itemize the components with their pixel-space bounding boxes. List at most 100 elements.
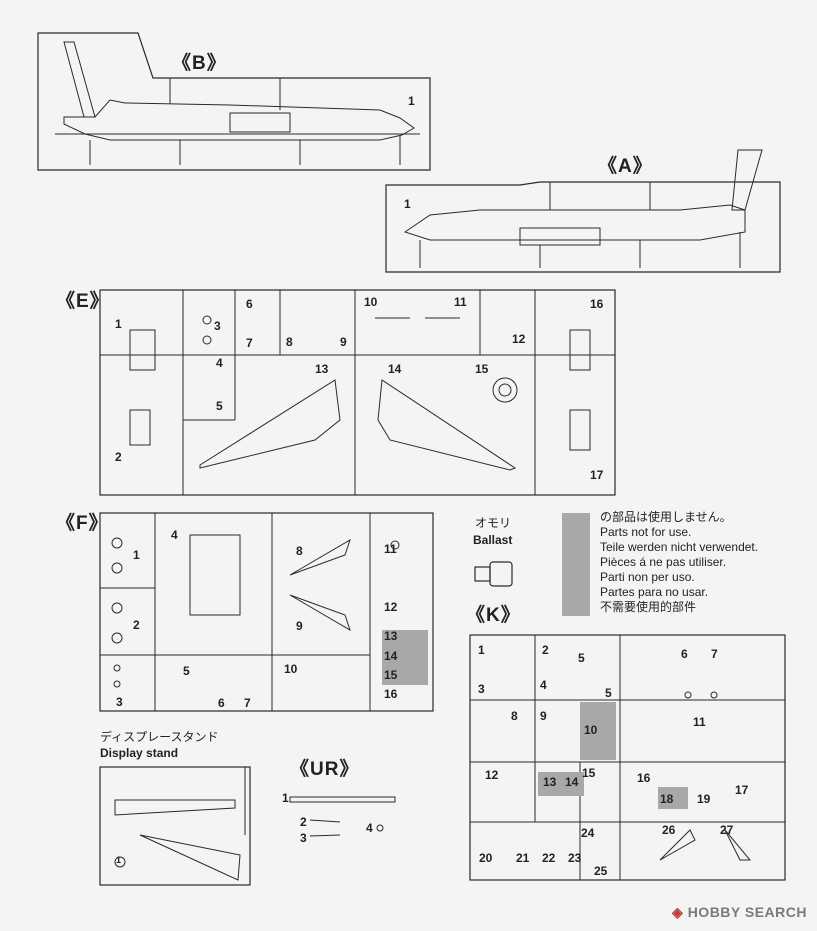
sprue-f-part-4: 4 — [171, 528, 178, 542]
sprue-k-runners — [470, 635, 785, 880]
ballast-en-label: Ballast — [473, 533, 513, 547]
sprue-f-part-3: 3 — [116, 695, 123, 709]
sprue-e-part-16: 16 — [590, 297, 604, 311]
hobby-search-logo-icon: ◈ — [672, 904, 684, 920]
sprue-k-part-14: 14 — [565, 775, 579, 789]
sprue-a-label: 《A》 — [598, 156, 653, 177]
sprue-e-part-3: 3 — [214, 319, 221, 333]
sprue-e-part-9: 9 — [340, 335, 347, 349]
sprue-k-part-21: 21 — [516, 851, 530, 865]
sprue-f-part-10: 10 — [284, 662, 298, 676]
display-stand-drawing — [114, 767, 246, 881]
sprue-k-part-13: 13 — [543, 775, 557, 789]
sprue-f-part-14: 14 — [384, 649, 398, 663]
sprue-f-frame — [99, 512, 434, 712]
not-for-use-legend: の部品は使用しません。 Parts not for use. Teile wer… — [600, 510, 758, 615]
sprue-f-part-15: 15 — [384, 668, 398, 682]
sprue-f-part-11: 11 — [384, 542, 397, 556]
sprue-k-part-12: 12 — [485, 768, 499, 782]
unused-swatch — [562, 513, 590, 616]
legend-line-es: Partes para no usar. — [600, 585, 709, 599]
fuselage-a-drawing — [403, 149, 763, 268]
sprue-k-part-10: 10 — [584, 723, 598, 737]
sprue-f-part-9: 9 — [296, 619, 303, 633]
display-stand-part-1: 1 — [116, 855, 122, 865]
sprue-k-part-15: 15 — [582, 766, 596, 780]
sprue-e-label: 《E》 — [56, 291, 110, 312]
sprue-b-label: 《B》 — [172, 53, 227, 74]
sprue-f-label: 《F》 — [56, 513, 109, 534]
sprue-k-part-26: 26 — [662, 823, 676, 837]
sprue-k-part-6: 6 — [681, 647, 688, 661]
sprue-k-part-17: 17 — [735, 783, 749, 797]
sprue-k-part-3: 3 — [478, 682, 485, 696]
sprue-e-part-4: 4 — [216, 356, 223, 370]
sprue-b-part-1: 1 — [408, 94, 415, 108]
sprue-e-part-5: 5 — [216, 399, 223, 413]
sprue-e-part-11: 11 — [454, 295, 467, 309]
display-stand-jp-label: ディスプレースタンド — [100, 730, 219, 744]
sprue-e-part-7: 7 — [246, 336, 253, 350]
sprue-k-part-20: 20 — [479, 851, 493, 865]
sprue-e-part-13: 13 — [315, 362, 329, 376]
sprue-e-part-17: 17 — [590, 468, 604, 482]
sprue-ur-part-1: 1 — [282, 791, 289, 805]
sprue-f-part-13: 13 — [384, 629, 398, 643]
sprue-f-part-1: 1 — [133, 548, 140, 562]
sprue-f-part-12: 12 — [384, 600, 398, 614]
sprue-k-part-11: 11 — [693, 715, 706, 729]
sprue-e-frame — [99, 289, 616, 496]
ballast-drawing — [474, 561, 513, 587]
sprue-k-part-5b: 5 — [605, 686, 612, 700]
sprue-a-part-1: 1 — [404, 197, 411, 211]
sprue-e-part-1: 1 — [115, 317, 122, 331]
legend-line-jp: の部品は使用しません。 — [600, 510, 732, 524]
fuselage-b-drawing — [55, 41, 420, 165]
watermark: ◈ HOBBY SEARCH — [672, 904, 807, 921]
sprue-ur-part-2: 2 — [300, 815, 307, 829]
sprue-ur-part-4: 4 — [366, 821, 373, 835]
sprue-e-part-10: 10 — [364, 295, 378, 309]
sprue-k-part-2: 2 — [542, 643, 549, 657]
sprue-k-part-23: 23 — [568, 851, 582, 865]
sprue-k-part-9: 9 — [540, 709, 547, 723]
sprue-k-part-5a: 5 — [578, 651, 585, 665]
legend-line-fr: Pièces á ne pas utiliser. — [600, 555, 727, 569]
sprue-b-frame — [37, 32, 431, 171]
sprue-k-part-4: 4 — [540, 678, 547, 692]
sprue-k-part-19: 19 — [697, 792, 711, 806]
sprue-e-part-12: 12 — [512, 332, 526, 346]
sprue-e-runners — [100, 290, 615, 495]
sprue-k-part-7: 7 — [711, 647, 718, 661]
sprue-k-part-8: 8 — [511, 709, 518, 723]
sprue-k-part-27: 27 — [720, 823, 734, 837]
sprue-f-runners — [100, 513, 428, 711]
sprue-f-part-6: 6 — [218, 696, 225, 710]
sprue-f-part-16: 16 — [384, 687, 398, 701]
sprue-e-part-2: 2 — [115, 450, 122, 464]
legend-line-de: Teile werden nicht verwendet. — [600, 540, 759, 554]
sprue-ur-label: 《UR》 — [290, 759, 360, 780]
display-stand-en-label: Display stand — [100, 746, 179, 760]
sprue-f-part-7: 7 — [244, 696, 251, 710]
watermark-text: HOBBY SEARCH — [687, 904, 807, 920]
sprue-k-label: 《K》 — [466, 605, 521, 626]
sprue-e-part-15: 15 — [475, 362, 489, 376]
sprue-f-part-8: 8 — [296, 544, 303, 558]
sprue-k-frame — [469, 634, 786, 881]
ballast-jp-label: オモリ — [475, 516, 512, 530]
sprue-f-part-5: 5 — [183, 664, 190, 678]
sprue-e-part-14: 14 — [388, 362, 402, 376]
sprue-k-part-25: 25 — [594, 864, 608, 878]
sprue-e-part-6: 6 — [246, 297, 253, 311]
sprue-ur-part-3: 3 — [300, 831, 307, 845]
sprue-f-part-2: 2 — [133, 618, 140, 632]
sprue-k-part-1: 1 — [478, 643, 485, 657]
sprue-ur-drawing — [289, 796, 396, 837]
sprue-k-part-16: 16 — [637, 771, 651, 785]
sprue-k-part-18: 18 — [660, 792, 674, 806]
legend-line-it: Parti non per uso. — [600, 570, 695, 584]
sprue-e-part-8: 8 — [286, 335, 293, 349]
sprue-k-part-24: 24 — [581, 826, 595, 840]
